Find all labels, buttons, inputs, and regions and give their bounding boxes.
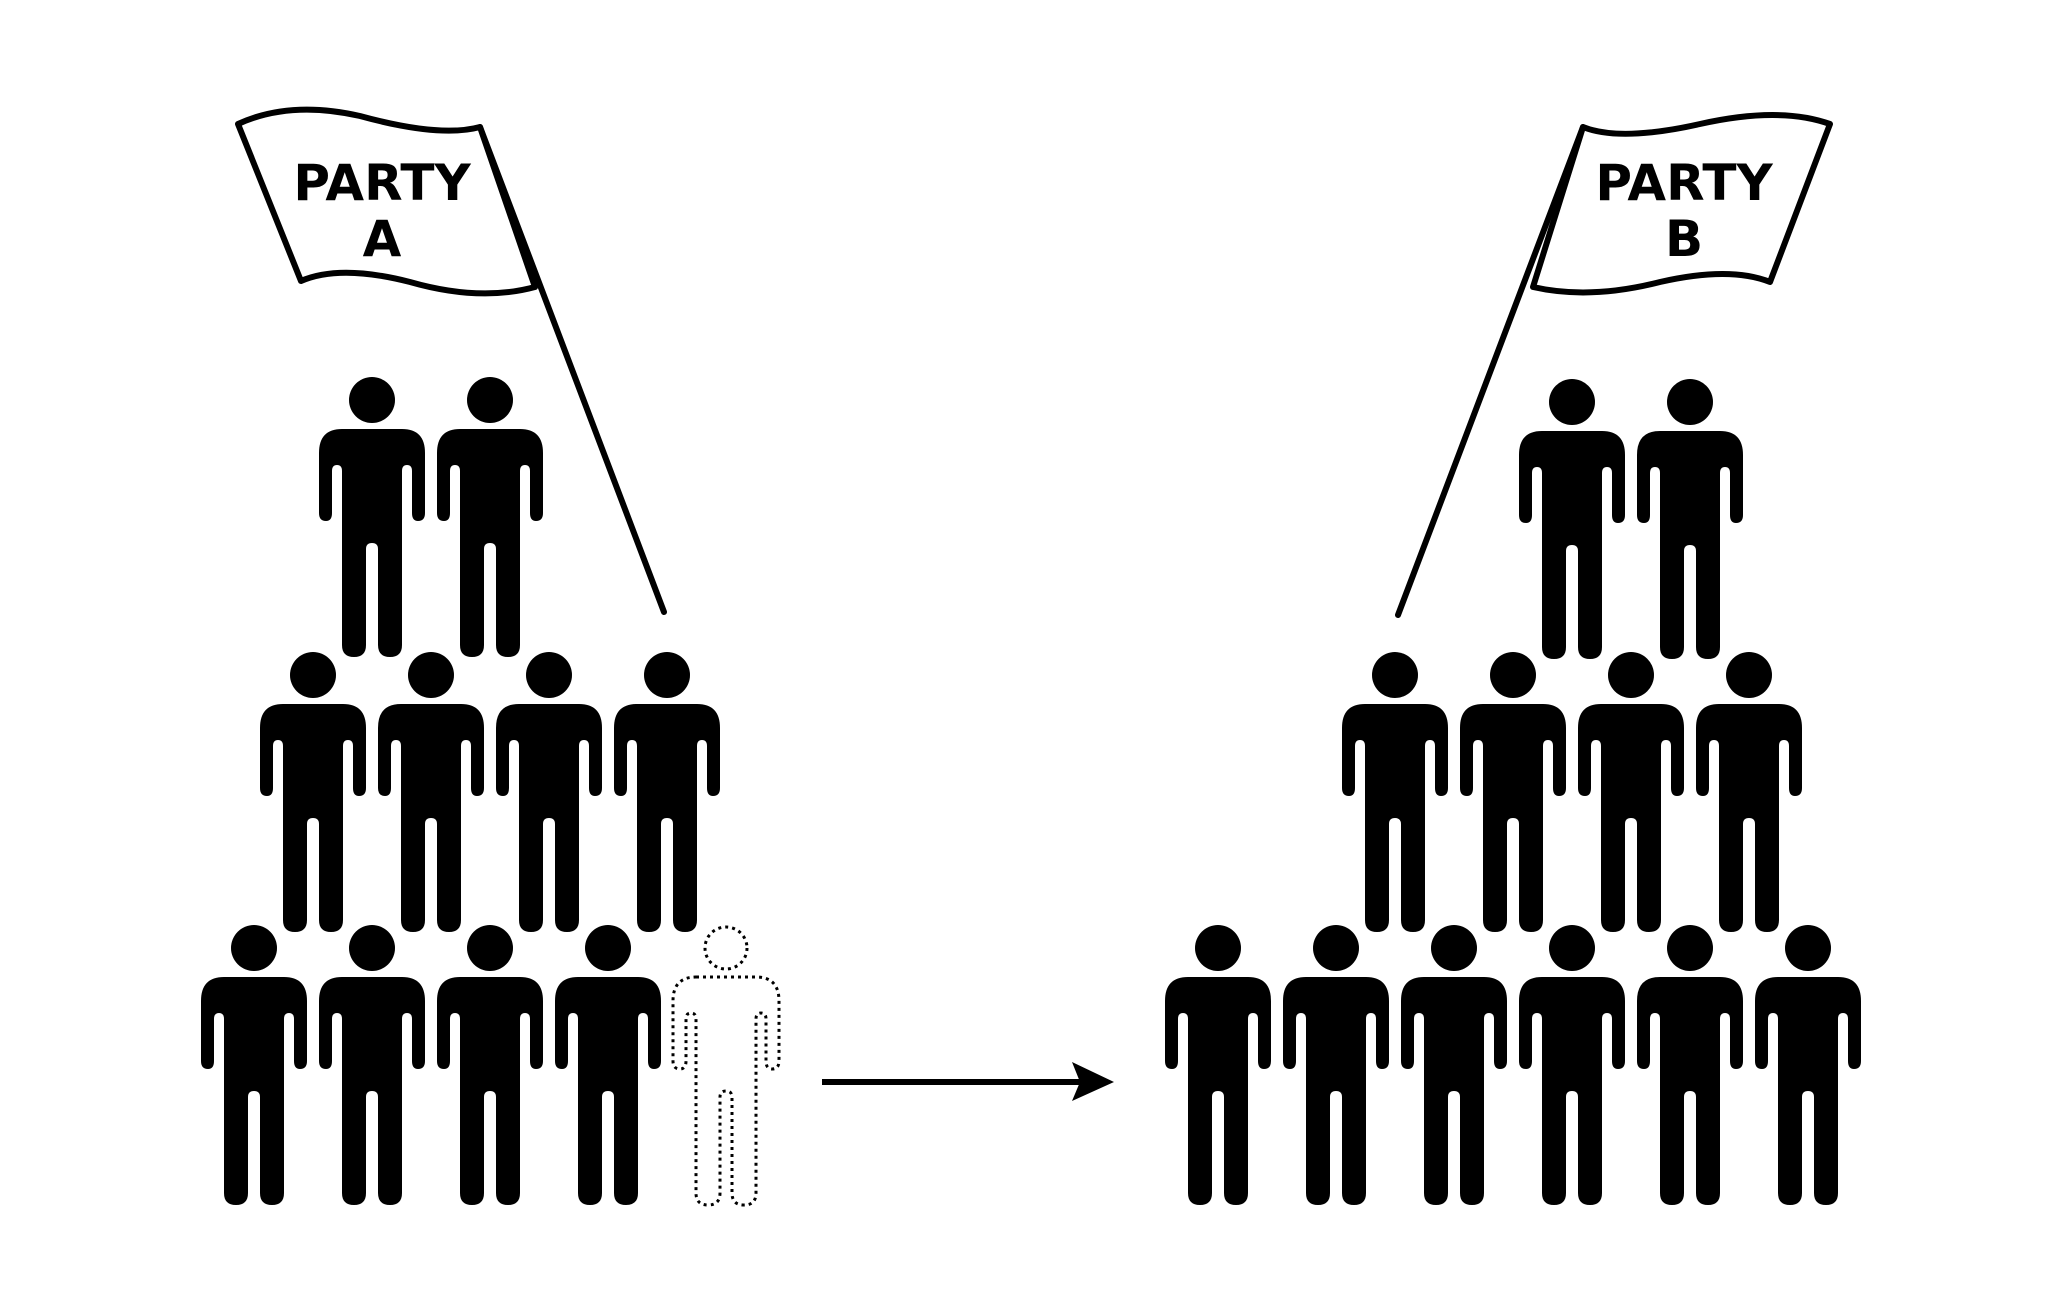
person-icon <box>260 652 366 932</box>
person-icon <box>1637 379 1743 659</box>
arrow-right-icon <box>822 1062 1114 1101</box>
party-b-group: PARTY B <box>1165 112 1861 1205</box>
person-icon <box>378 652 484 932</box>
person-icon <box>1519 379 1625 659</box>
person-icon <box>1342 652 1448 932</box>
person-icon <box>201 925 307 1205</box>
party-b-flag: PARTY B <box>1395 112 1833 618</box>
person-icon <box>1755 925 1861 1205</box>
person-icon <box>437 925 543 1205</box>
party-b-label-line2: B <box>1665 210 1703 268</box>
person-icon <box>319 925 425 1205</box>
flag-icon <box>1395 124 1586 618</box>
person-icon <box>496 652 602 932</box>
person-icon <box>614 652 720 932</box>
person-icon <box>555 925 661 1205</box>
person-icon <box>1637 925 1743 1205</box>
person-icon <box>1460 652 1566 932</box>
person-icon <box>1696 652 1802 932</box>
person-icon <box>1578 652 1684 932</box>
party-a-flag: PARTY A <box>235 106 667 615</box>
dotted-person-outline-icon <box>671 925 781 1207</box>
party-a-group: PARTY A <box>201 106 781 1207</box>
person-icon <box>437 377 543 657</box>
person-icon <box>1519 925 1625 1205</box>
party-b-flag-cloth <box>1530 112 1833 296</box>
person-icon <box>1401 925 1507 1205</box>
party-a-label-line2: A <box>363 210 402 268</box>
person-icon <box>1283 925 1389 1205</box>
party-b-label-line1: PARTY <box>1595 154 1773 212</box>
person-icon <box>319 377 425 657</box>
party-a-flag-cloth <box>235 106 538 297</box>
person-icon <box>1165 925 1271 1205</box>
party-a-label-line1: PARTY <box>293 154 471 212</box>
